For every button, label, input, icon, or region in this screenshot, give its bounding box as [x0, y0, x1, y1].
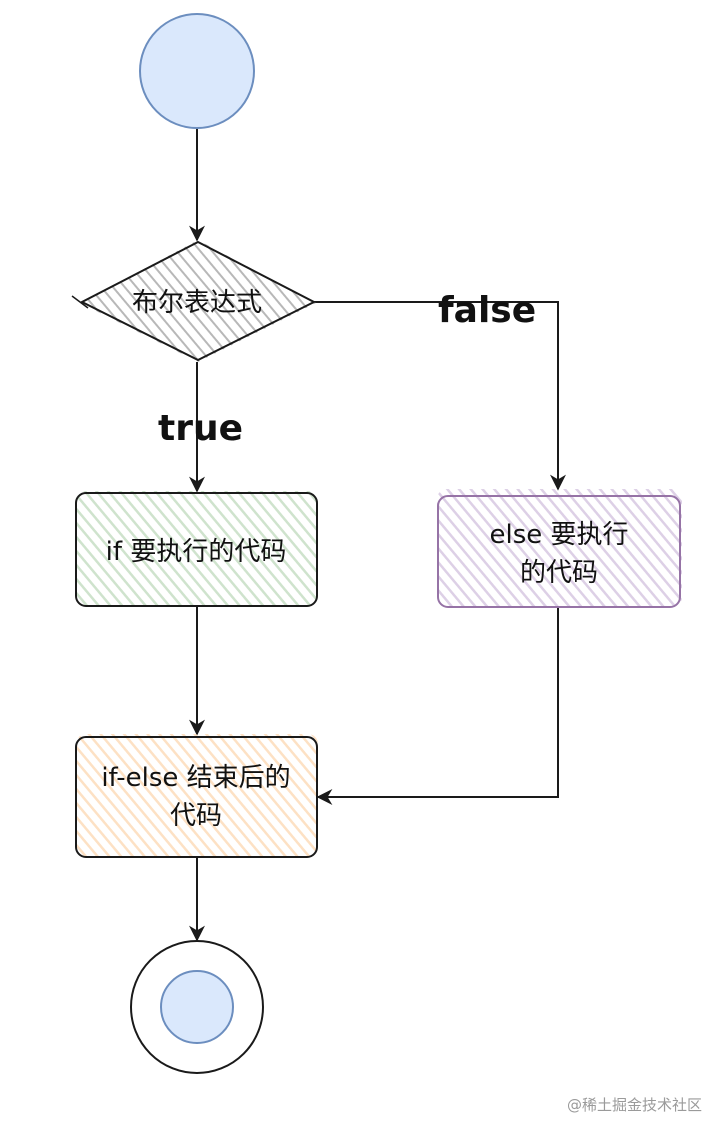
after-label-line1: if-else 结束后的 — [101, 763, 290, 793]
edge-false — [314, 301, 566, 491]
decision-node: 布尔表达式 — [71, 240, 317, 362]
end-node — [130, 940, 264, 1074]
edge-else-to-after — [316, 608, 559, 805]
false-label: false — [438, 290, 536, 331]
after-label-line2: 代码 — [170, 801, 222, 831]
watermark: @稀土掘金技术社区 — [567, 1096, 702, 1114]
else-branch-label-line2: 的代码 — [520, 558, 598, 588]
after-node: if-else 结束后的 代码 — [75, 734, 318, 858]
start-node — [139, 13, 255, 129]
if-branch-node: if 要执行的代码 — [75, 491, 318, 607]
true-label: true — [158, 408, 243, 449]
if-branch-label: if 要执行的代码 — [106, 537, 287, 567]
else-branch-label-line1: else 要执行 — [489, 520, 628, 550]
else-branch-node: else 要执行 的代码 — [437, 489, 682, 608]
decision-label: 布尔表达式 — [132, 288, 262, 318]
end-node-inner — [160, 970, 234, 1044]
